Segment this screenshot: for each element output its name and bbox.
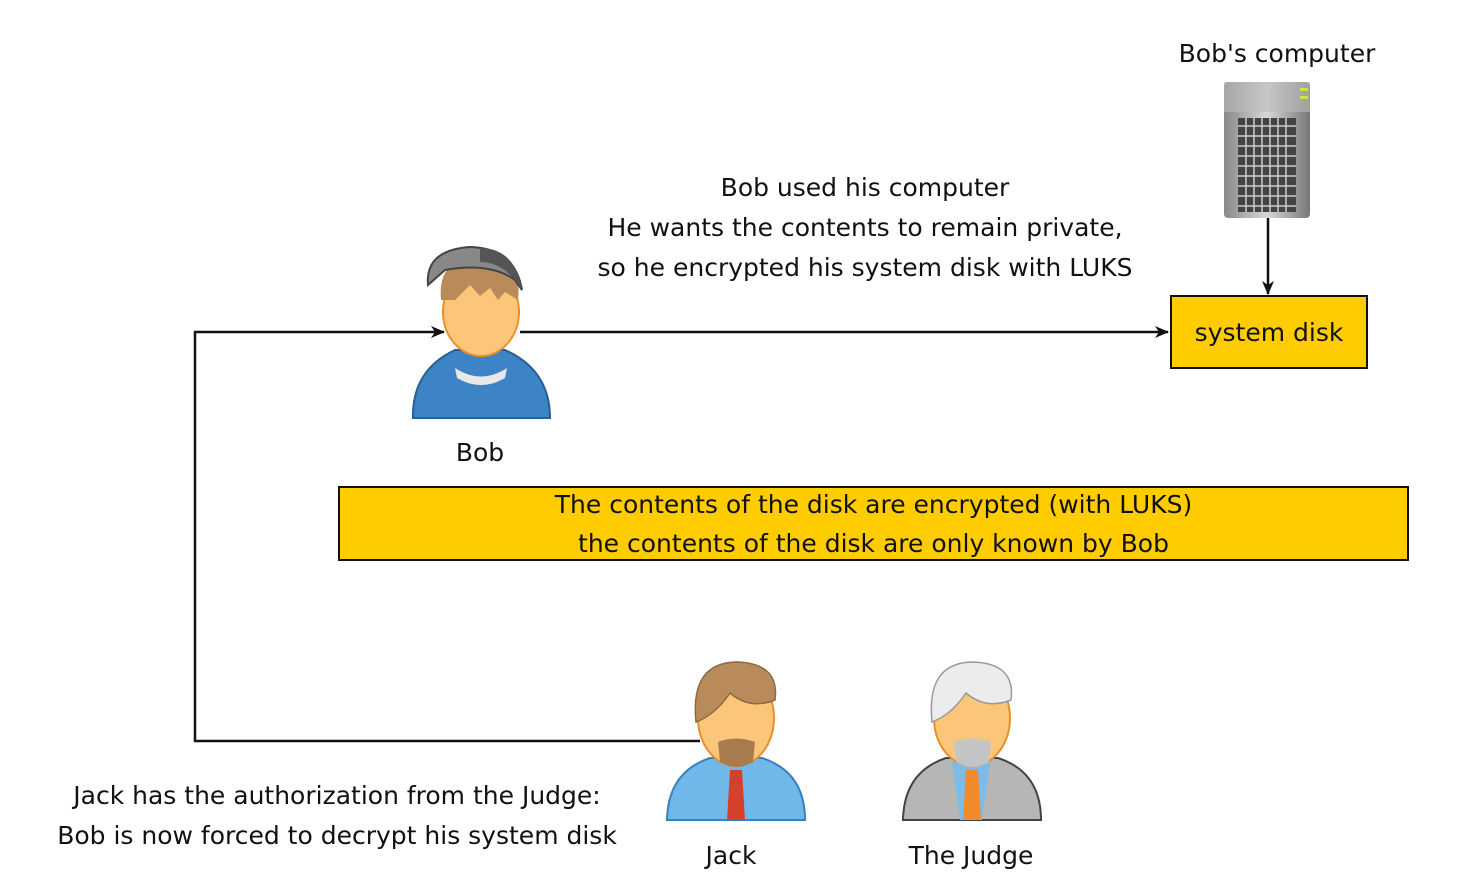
jack-to-bob-arrow — [193, 326, 700, 743]
bob-person-icon — [411, 245, 552, 419]
system-disk-label: system disk — [1194, 317, 1344, 347]
encrypted-note-line-1: The contents of the disk are encrypted (… — [554, 489, 1193, 519]
jack-person-icon — [665, 661, 807, 821]
bob-action-line-1: Bob used his computer — [720, 173, 1010, 202]
jack-label: Jack — [705, 841, 757, 870]
system-disk-box: system disk — [1170, 295, 1368, 369]
encrypted-note-box: The contents of the disk are encrypted (… — [338, 486, 1409, 561]
judge-label: The Judge — [908, 841, 1034, 870]
computer-label: Bob's computer — [1178, 39, 1376, 68]
bob-action-line-3: so he encrypted his system disk with LUK… — [597, 253, 1133, 282]
jack-note-line-1: Jack has the authorization from the Judg… — [73, 781, 601, 810]
server-icon — [1224, 82, 1310, 218]
encrypted-note-line-2: the contents of the disk are only known … — [578, 528, 1169, 558]
jack-note-line-2: Bob is now forced to decrypt his system … — [57, 821, 617, 850]
bob-label: Bob — [455, 438, 505, 467]
judge-person-icon — [901, 661, 1043, 821]
bob-action-line-2: He wants the contents to remain private, — [607, 213, 1123, 242]
